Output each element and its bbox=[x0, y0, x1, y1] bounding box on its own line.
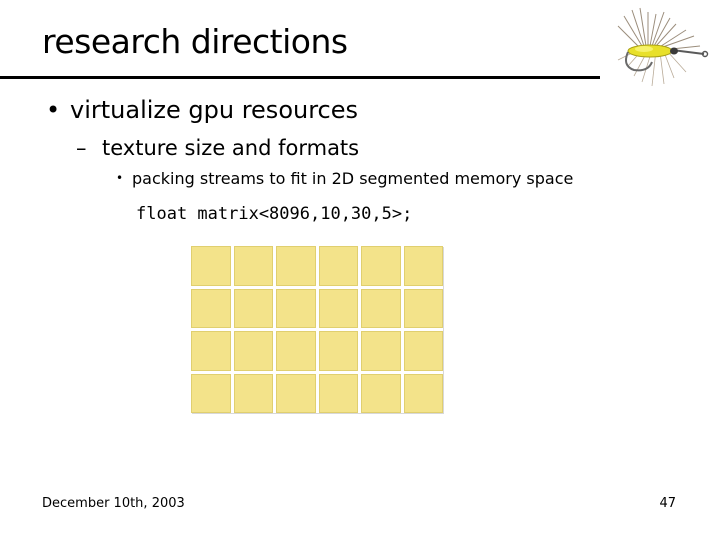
memory-cell bbox=[318, 373, 358, 413]
memory-cell bbox=[233, 246, 273, 286]
bullet-level2: –texture size and formats bbox=[76, 136, 359, 160]
code-snippet: float matrix<8096,10,30,5>; bbox=[136, 204, 413, 224]
memory-cell bbox=[233, 373, 273, 413]
bullet-text: virtualize gpu resources bbox=[70, 96, 359, 124]
memory-cell bbox=[403, 373, 443, 413]
memory-cell bbox=[191, 331, 231, 371]
memory-cell bbox=[403, 288, 443, 328]
slide-title: research directions bbox=[42, 22, 348, 61]
memory-cell bbox=[276, 288, 316, 328]
fishing-fly-icon bbox=[617, 7, 709, 87]
memory-cell bbox=[318, 331, 358, 371]
bullet-text: texture size and formats bbox=[102, 136, 360, 160]
page-number: 47 bbox=[659, 496, 676, 511]
memory-cell bbox=[403, 331, 443, 371]
bullet-marker: • bbox=[46, 96, 61, 124]
bullet-marker: • bbox=[116, 171, 124, 185]
memory-cell bbox=[276, 246, 316, 286]
memory-cell bbox=[233, 331, 273, 371]
memory-cell bbox=[191, 288, 231, 328]
memory-cell bbox=[361, 288, 401, 328]
dash-marker: – bbox=[76, 136, 87, 160]
memory-cell bbox=[191, 246, 231, 286]
bullet-level3: • packing streams to fit in 2D segmented … bbox=[116, 169, 573, 188]
footer-date: December 10th, 2003 bbox=[42, 496, 185, 511]
memory-cell bbox=[403, 246, 443, 286]
bullet-text: packing streams to fit in 2D segmented m… bbox=[132, 169, 574, 188]
bullet-level1: • virtualize gpu resources bbox=[46, 96, 358, 124]
memory-grid bbox=[191, 246, 443, 413]
title-underline bbox=[0, 76, 600, 79]
memory-cell bbox=[361, 246, 401, 286]
memory-cell bbox=[361, 373, 401, 413]
memory-cell bbox=[191, 373, 231, 413]
memory-cell bbox=[276, 373, 316, 413]
memory-cell bbox=[361, 331, 401, 371]
memory-cell bbox=[233, 288, 273, 328]
memory-cell bbox=[318, 288, 358, 328]
memory-cell bbox=[318, 246, 358, 286]
memory-cell bbox=[276, 331, 316, 371]
